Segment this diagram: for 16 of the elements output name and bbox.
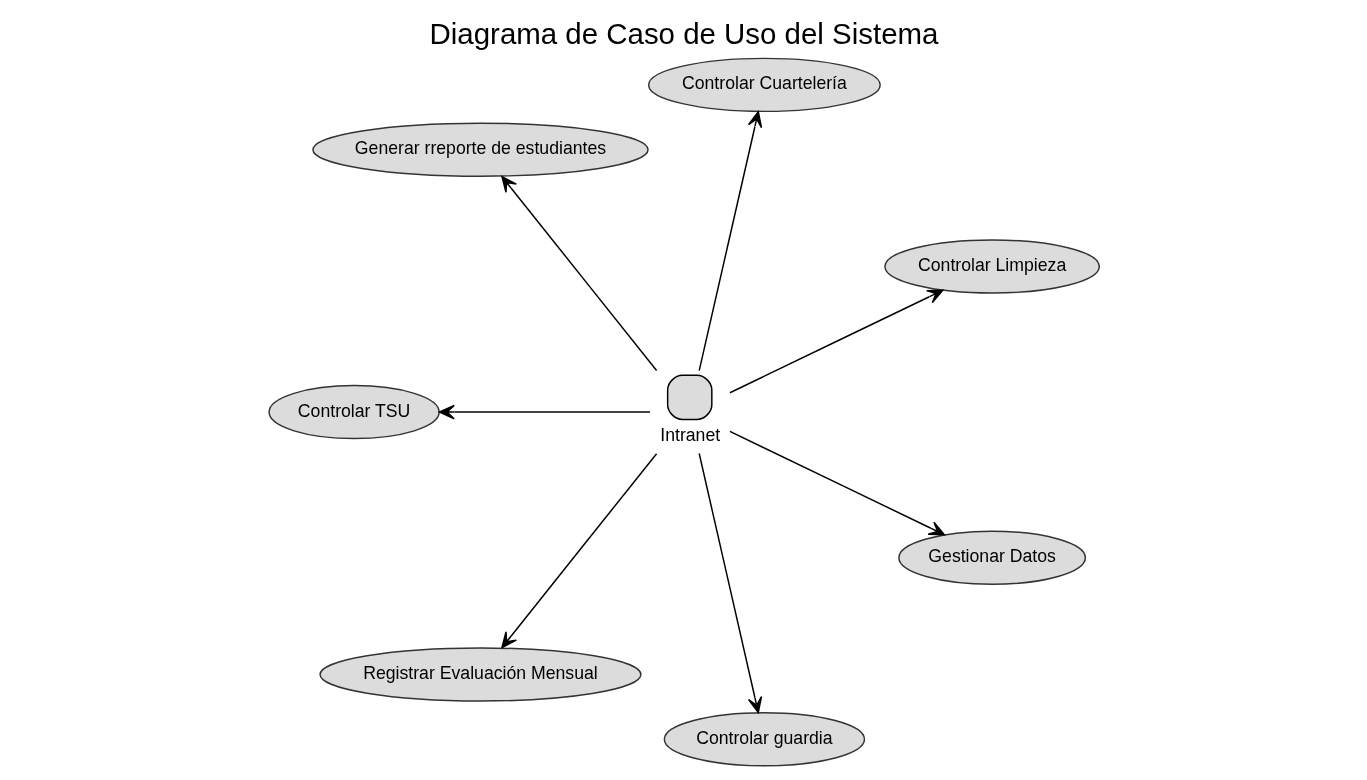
arrow — [500, 452, 657, 649]
node-ellipse: Controlar TSU — [267, 384, 440, 440]
node-ellipse: Controlar guardia — [663, 712, 865, 767]
node-ellipse: Controlar Limpieza — [883, 239, 1100, 294]
node-ellipse: Registrar Evaluación Mensual — [318, 647, 642, 702]
arrow — [697, 111, 762, 372]
arrow — [438, 404, 651, 420]
arrow — [728, 430, 945, 536]
node-ellipse: Gestionar Datos — [897, 530, 1086, 585]
diagram-title: Diagrama de Caso de Uso del Sistema — [429, 16, 938, 50]
node-ellipse: Controlar Cuartelería — [647, 57, 881, 113]
arrow — [500, 175, 657, 372]
arrow — [697, 452, 762, 714]
node-ellipse: Generar rreporte de estudiantes — [311, 122, 649, 177]
arrow — [728, 289, 943, 394]
node-label: Intranet — [659, 424, 720, 445]
